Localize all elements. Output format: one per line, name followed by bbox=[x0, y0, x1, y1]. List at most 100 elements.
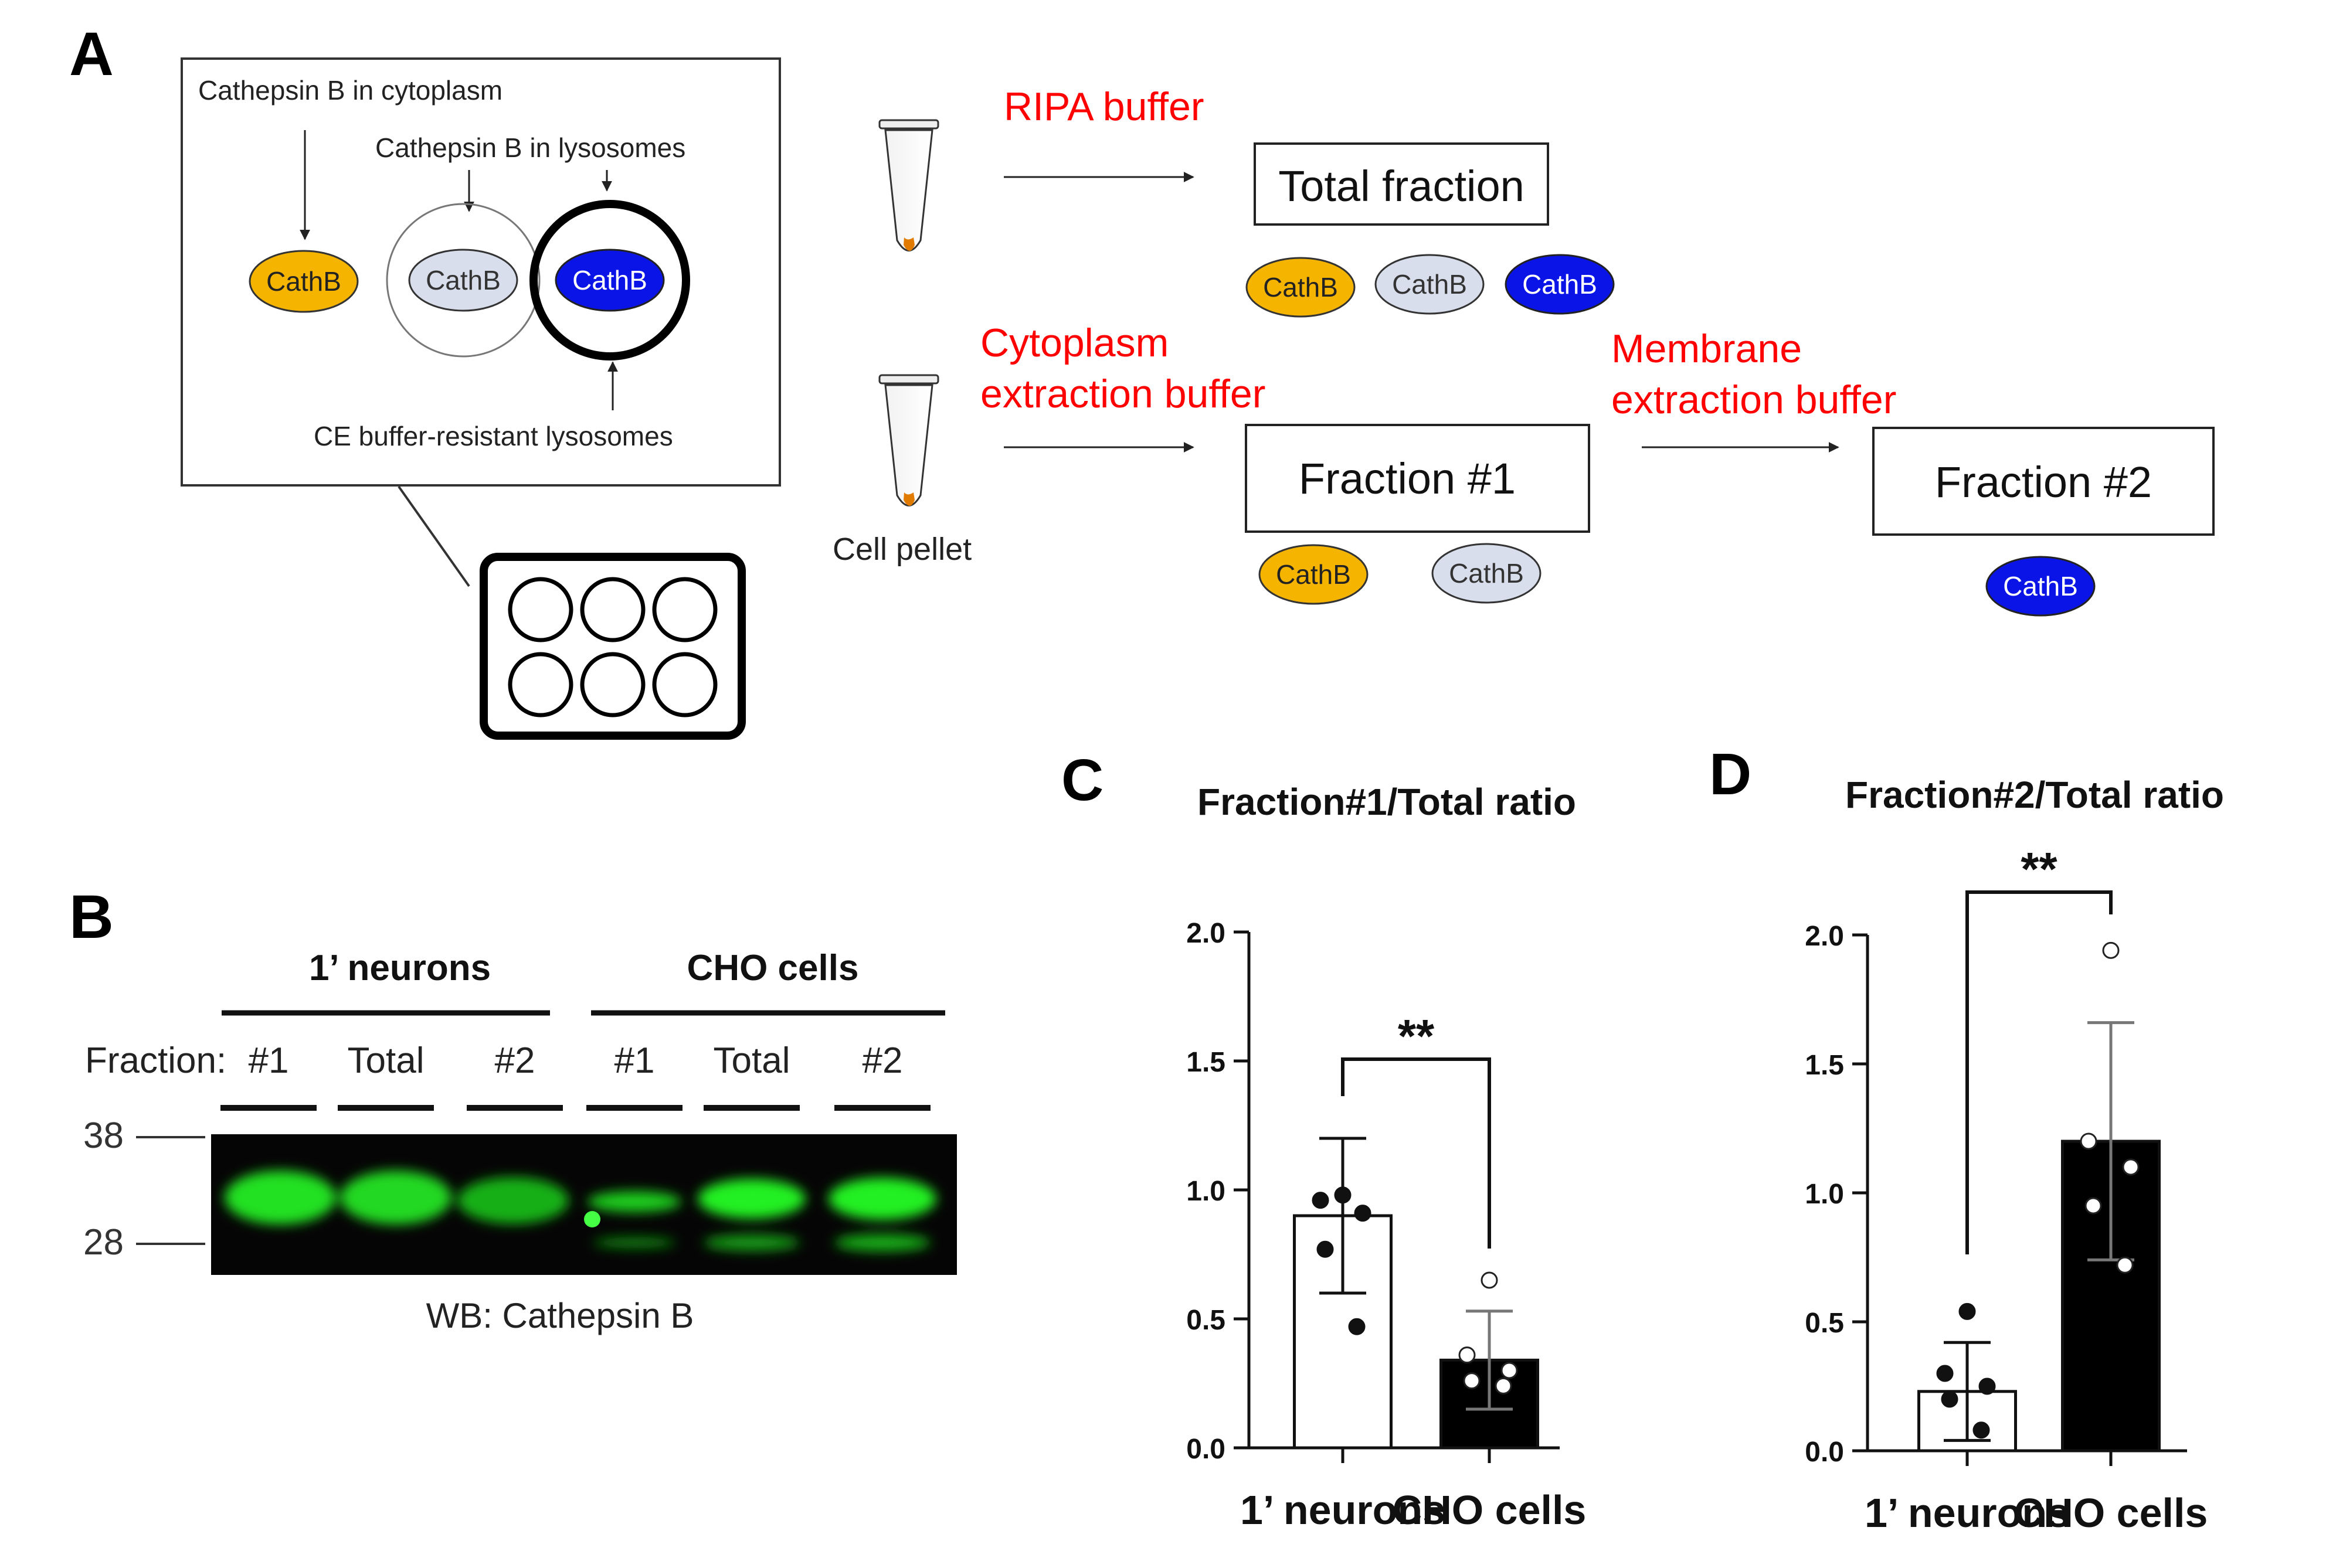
lower-band-lane4 bbox=[593, 1237, 675, 1249]
chart-c-title: Fraction#1/Total ratio bbox=[1197, 781, 1576, 823]
panel-c-letter: C bbox=[1061, 747, 1104, 813]
data-point bbox=[1312, 1192, 1329, 1209]
group2-label: CHO cells bbox=[687, 948, 859, 988]
y-tick-label: 2.0 bbox=[1805, 921, 1844, 952]
data-point bbox=[1500, 1362, 1518, 1379]
y-tick-label: 1.0 bbox=[1186, 1176, 1225, 1207]
data-point bbox=[1495, 1377, 1512, 1394]
band-lane5 bbox=[698, 1179, 806, 1219]
data-point bbox=[1458, 1346, 1476, 1364]
data-point bbox=[1316, 1240, 1334, 1258]
svg-text:CathB: CathB bbox=[1263, 272, 1338, 302]
x-category-label: 1’ neurons bbox=[1865, 1490, 2070, 1536]
blot-caption: WB: Cathepsin B bbox=[426, 1296, 694, 1335]
lysosome-membrane-icon bbox=[386, 203, 541, 358]
data-point bbox=[1354, 1205, 1371, 1222]
y-tick-label: 0.0 bbox=[1186, 1434, 1225, 1465]
fraction1-label: Fraction #1 bbox=[1299, 454, 1516, 503]
ripa-buffer-label: RIPA buffer bbox=[1004, 84, 1204, 129]
significance-bracket bbox=[1965, 890, 2113, 1254]
fraction2-cathb-resistant-icon: CathB bbox=[1985, 556, 2096, 617]
membrane-buffer-label-2: extraction buffer bbox=[1611, 377, 1896, 422]
cytoplasm-label: Cathepsin B in cytoplasm bbox=[198, 75, 502, 106]
lane-label-6: #2 bbox=[863, 1040, 903, 1081]
data-point bbox=[1936, 1365, 1954, 1382]
y-tick-label: 1.0 bbox=[1805, 1179, 1844, 1210]
svg-text:CathB: CathB bbox=[1276, 559, 1351, 590]
lane-labels: #1 Total #2 #1 Total #2 bbox=[249, 1040, 903, 1081]
data-point bbox=[2116, 1256, 2134, 1274]
x-category-label: CHO cells bbox=[1393, 1487, 1587, 1533]
lane-label-1: #1 bbox=[249, 1040, 289, 1081]
panel-d-letter: D bbox=[1709, 742, 1751, 807]
mw-marker-28: 28 bbox=[83, 1222, 124, 1263]
lysosome-label: Cathepsin B in lysosomes bbox=[375, 132, 685, 163]
svg-text:CathB: CathB bbox=[572, 265, 647, 295]
chart-d-title: Fraction#2/Total ratio bbox=[1845, 774, 2224, 816]
data-point bbox=[1463, 1372, 1481, 1390]
x-category-label: 1’ neurons bbox=[1240, 1487, 1445, 1533]
cytoplasm-buffer-label-2: extraction buffer bbox=[980, 372, 1265, 416]
inset-connector bbox=[398, 485, 470, 587]
total-cathb-lyso-icon: CathB bbox=[1374, 254, 1485, 315]
band-lane2 bbox=[340, 1171, 451, 1225]
data-point bbox=[1972, 1421, 1990, 1439]
lower-band-lane5 bbox=[704, 1234, 800, 1251]
total-cathb-resistant-icon: CathB bbox=[1505, 254, 1615, 315]
data-point bbox=[1481, 1271, 1498, 1289]
fraction1-box bbox=[1245, 424, 1590, 533]
cathb-cytoplasm-icon: CathB bbox=[249, 250, 359, 313]
inset-box: Cathepsin B in cytoplasm Cathepsin B in … bbox=[181, 57, 781, 487]
svg-text:CathB: CathB bbox=[1392, 269, 1467, 300]
x-category-label: CHO cells bbox=[2014, 1490, 2208, 1536]
band-lane1 bbox=[225, 1171, 336, 1225]
data-point bbox=[1958, 1302, 1976, 1320]
data-point bbox=[1334, 1186, 1352, 1204]
cell-pellet-label: Cell pellet bbox=[833, 532, 972, 567]
lane-label-5: Total bbox=[714, 1040, 790, 1081]
resistant-lysosome-icon bbox=[529, 200, 690, 360]
lane-label-4: #1 bbox=[614, 1040, 655, 1081]
svg-text:CathB: CathB bbox=[266, 266, 341, 297]
lane-label-3: #2 bbox=[495, 1040, 535, 1081]
data-point bbox=[1978, 1377, 1996, 1395]
tube-ripa-icon bbox=[878, 119, 939, 251]
total-cathb-cyto-icon: CathB bbox=[1245, 257, 1356, 318]
total-fraction-box bbox=[1254, 142, 1549, 226]
cathb-lysosome-icon: CathB bbox=[408, 249, 518, 312]
six-well-plate-icon bbox=[480, 553, 746, 740]
significance-label: ** bbox=[2021, 843, 2057, 895]
cytoplasm-buffer-label-1: Cytoplasm bbox=[980, 321, 1169, 365]
fraction1-cathb-lyso-icon: CathB bbox=[1431, 543, 1542, 604]
cathb-resistant-icon: CathB bbox=[555, 249, 665, 312]
y-tick-label: 0.5 bbox=[1186, 1305, 1225, 1336]
panel-a-letter: A bbox=[69, 20, 114, 89]
total-fraction-label: Total fraction bbox=[1278, 162, 1524, 210]
data-point bbox=[2084, 1197, 2102, 1215]
y-tick-label: 1.5 bbox=[1186, 1047, 1225, 1078]
membrane-buffer-label-1: Membrane bbox=[1611, 326, 1802, 371]
data-point bbox=[2102, 941, 2120, 959]
svg-text:CathB: CathB bbox=[1522, 269, 1597, 300]
western-blot-image bbox=[211, 1134, 957, 1275]
svg-text:CathB: CathB bbox=[1449, 558, 1524, 589]
fraction-row-label: Fraction: bbox=[85, 1040, 226, 1081]
significance-label: ** bbox=[1398, 1010, 1435, 1062]
svg-text:CathB: CathB bbox=[426, 265, 501, 295]
data-point bbox=[1348, 1318, 1366, 1335]
fraction1-cathb-cyto-icon: CathB bbox=[1258, 544, 1369, 605]
resistant-lysosome-label: CE buffer-resistant lysosomes bbox=[314, 421, 673, 451]
group1-label: 1’ neurons bbox=[309, 948, 491, 988]
y-tick-label: 1.5 bbox=[1805, 1050, 1844, 1081]
fraction2-box bbox=[1872, 427, 2215, 536]
spot-artifact bbox=[584, 1211, 600, 1227]
tube-cell-pellet-icon bbox=[878, 374, 939, 506]
lane-label-2: Total bbox=[348, 1040, 425, 1081]
data-point bbox=[2080, 1132, 2097, 1150]
svg-text:CathB: CathB bbox=[2003, 571, 2078, 601]
lower-band-lane6 bbox=[834, 1234, 931, 1251]
band-lane3 bbox=[457, 1177, 569, 1224]
y-tick-label: 0.5 bbox=[1805, 1308, 1844, 1339]
